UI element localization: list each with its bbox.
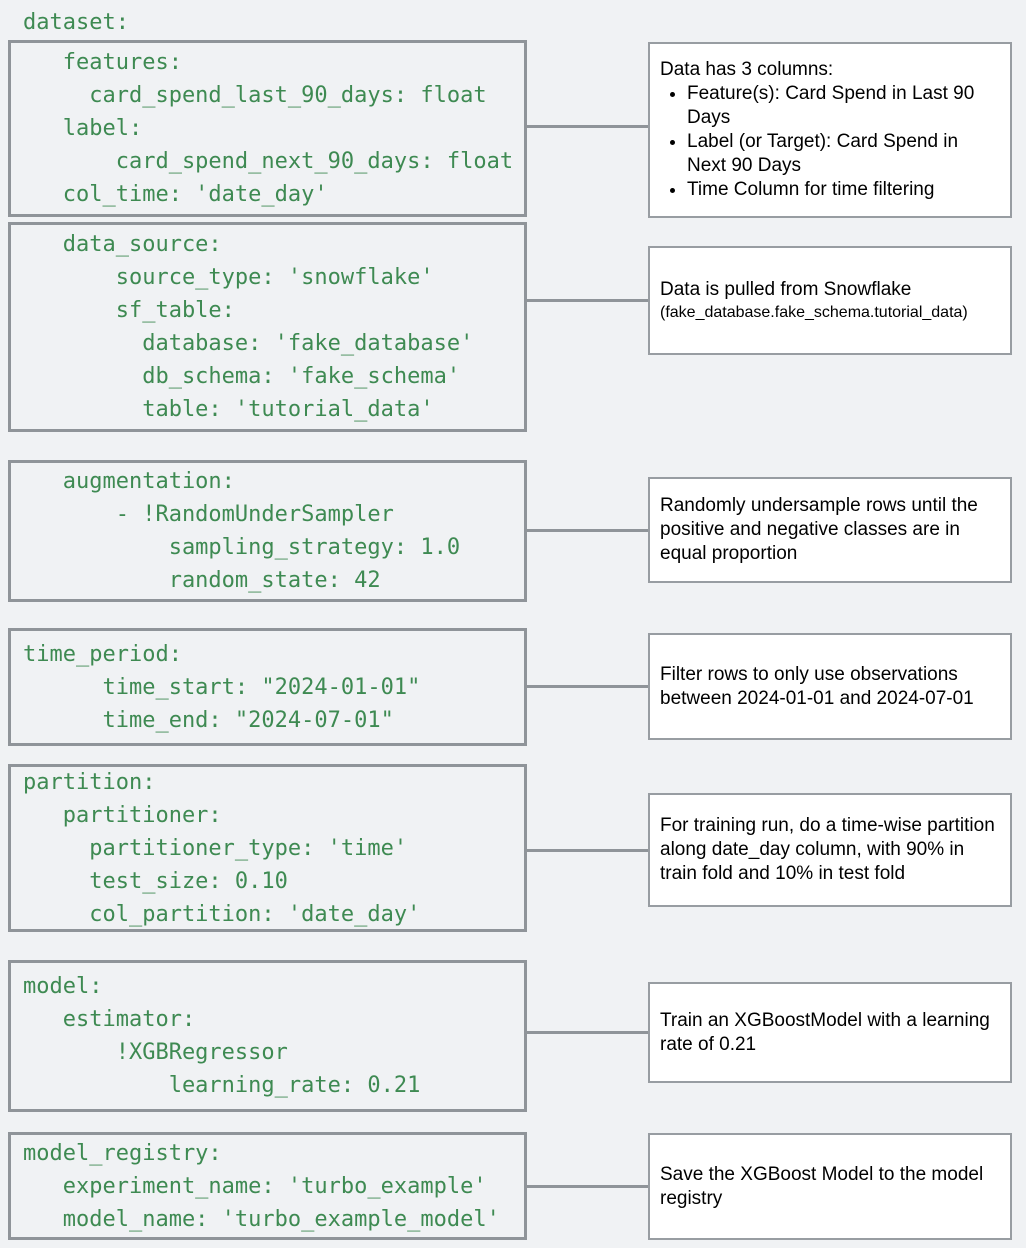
yaml-block-augmentation: augmentation: - !RandomUnderSampler samp… [8, 460, 527, 602]
connector-line-time-period [527, 685, 648, 688]
annotation-partition: For training run, do a time-wise partiti… [648, 793, 1012, 907]
annotation-bullet-list: Feature(s): Card Spend in Last 90 Days L… [660, 82, 1002, 202]
annotation-train-model: Train an XGBoostModel with a learning ra… [648, 982, 1012, 1083]
annotation-undersample: Randomly undersample rows until the posi… [648, 477, 1012, 583]
yaml-code-augmentation: augmentation: - !RandomUnderSampler samp… [62, 469, 461, 593]
yaml-block-dataset-fields: features: card_spend_last_90_days: float… [8, 40, 527, 217]
yaml-block-time-period: time_period: time_start: "2024-01-01" ti… [8, 628, 527, 746]
annotation-model-registry: Save the XGBoost Model to the model regi… [648, 1133, 1012, 1240]
yaml-code-model: model: estimator: !XGBRegressor learning… [23, 974, 421, 1098]
annotation-text: Save the XGBoost Model to the model regi… [660, 1163, 984, 1209]
yaml-block-model: model: estimator: !XGBRegressor learning… [8, 960, 527, 1112]
annotation-text: For training run, do a time-wise partiti… [660, 815, 995, 884]
annotation-text: Randomly undersample rows until the posi… [660, 495, 978, 564]
connector-line-dataset-fields [527, 125, 648, 128]
yaml-code-partition: partition: partitioner: partitioner_type… [23, 769, 421, 927]
yaml-code-model-registry: model_registry: experiment_name: 'turbo_… [23, 1140, 500, 1232]
connector-line-augmentation [527, 529, 648, 532]
connector-line-partition [527, 849, 648, 852]
connector-line-data-source [527, 299, 648, 302]
annotation-table-path: (fake_database.fake_schema.tutorial_data… [660, 303, 968, 321]
annotation-time-filter: Filter rows to only use observations bet… [648, 633, 1012, 740]
yaml-block-model-registry: model_registry: experiment_name: 'turbo_… [8, 1132, 527, 1240]
annotation-text: Train an XGBoostModel with a learning ra… [660, 1009, 990, 1055]
connector-line-model-registry [527, 1185, 648, 1188]
annotation-text: Data is pulled from Snowflake [660, 278, 912, 300]
yaml-code-time-period: time_period: time_start: "2024-01-01" ti… [23, 641, 421, 733]
annotation-bullet-time: Time Column for time filtering [687, 178, 1002, 202]
annotation-text: Filter rows to only use observations bet… [660, 663, 974, 709]
yaml-block-partition: partition: partitioner: partitioner_type… [8, 764, 527, 932]
annotation-snowflake-source: Data is pulled from Snowflake (fake_data… [648, 246, 1012, 355]
yaml-code-data-source: data_source: source_type: 'snowflake' sf… [62, 232, 474, 422]
connector-line-model [527, 1031, 648, 1034]
annotation-data-columns: Data has 3 columns: Feature(s): Card Spe… [648, 42, 1012, 218]
annotation-intro: Data has 3 columns: [660, 59, 834, 80]
annotation-bullet-label: Label (or Target): Card Spend in Next 90… [687, 130, 1002, 178]
yaml-block-data-source: data_source: source_type: 'snowflake' sf… [8, 222, 527, 432]
yaml-root-key: dataset: [23, 10, 129, 35]
yaml-code-dataset-fields: features: card_spend_last_90_days: float… [62, 50, 514, 207]
annotation-bullet-features: Feature(s): Card Spend in Last 90 Days [687, 82, 1002, 130]
